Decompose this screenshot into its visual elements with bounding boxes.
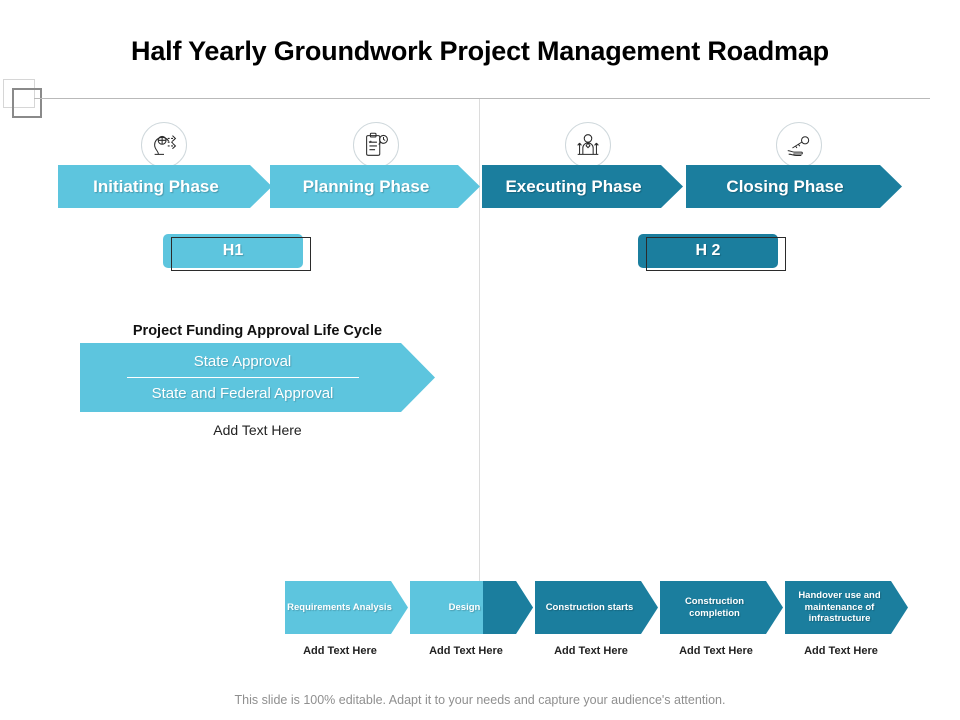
slide-footer-note: This slide is 100% editable. Adapt it to… (234, 693, 726, 707)
milestone-label: Requirements Analysis (287, 601, 392, 613)
half-marker-h2-fill: H 2 (638, 234, 778, 268)
hand-key-icon (776, 122, 822, 168)
half-marker-label: H1 (222, 242, 244, 259)
half-marker-h1-outline (171, 237, 311, 271)
decorative-square-back (3, 79, 35, 108)
head-idea-icon (141, 122, 187, 168)
half-marker-h2-outline (646, 237, 786, 271)
vertical-divider (479, 99, 480, 583)
funding-separator (127, 377, 359, 378)
page-title: Half Yearly Groundwork Project Managemen… (131, 36, 829, 66)
half-marker-h2[interactable]: H 2 (638, 234, 788, 271)
milestone-caption-requirements-analysis: Add Text Here (303, 645, 377, 657)
phase-label: Closing Phase (726, 176, 844, 196)
milestone-label: Construction starts (545, 601, 634, 613)
businessman-growth-icon (565, 122, 611, 168)
funding-arrow[interactable]: State Approval State and Federal Approva… (80, 343, 435, 412)
milestone-chevron-construction-starts[interactable]: Construction starts (535, 581, 658, 634)
milestone-chevron-construction-completion[interactable]: Construction completion (660, 581, 783, 634)
half-marker-h1-fill: H1 (163, 234, 303, 268)
clipboard-checklist-icon (353, 122, 399, 168)
phase-arrow-executing[interactable]: Executing Phase (482, 165, 683, 208)
phase-arrow-closing[interactable]: Closing Phase (686, 165, 902, 208)
milestone-caption-construction-completion: Add Text Here (679, 645, 753, 657)
milestone-caption-construction-starts: Add Text Here (554, 645, 628, 657)
milestone-label: Construction completion (684, 595, 745, 619)
milestone-caption-handover: Add Text Here (804, 645, 878, 657)
funding-line-state-approval: State Approval (193, 353, 292, 370)
half-marker-h1[interactable]: H1 (163, 234, 313, 271)
phase-label: Initiating Phase (93, 176, 219, 196)
milestone-caption-design: Add Text Here (429, 645, 503, 657)
half-marker-label: H 2 (695, 242, 721, 259)
funding-heading: Project Funding Approval Life Cycle (132, 323, 383, 339)
milestone-label: Handover use and maintenance of infrastr… (798, 589, 881, 625)
milestone-chevron-design-dark-overlay (483, 581, 533, 634)
phase-label: Planning Phase (302, 176, 430, 196)
milestone-chevron-handover[interactable]: Handover use and maintenance of infrastr… (785, 581, 908, 634)
phase-arrow-planning[interactable]: Planning Phase (270, 165, 480, 208)
funding-sub-label: Add Text Here (213, 422, 302, 438)
funding-line-state-federal-approval: State and Federal Approval (151, 385, 334, 402)
phase-arrow-initiating[interactable]: Initiating Phase (58, 165, 272, 208)
phase-label: Executing Phase (505, 176, 642, 196)
milestone-chevron-requirements-analysis[interactable]: Requirements Analysis (285, 581, 408, 634)
decorative-square-front (12, 88, 42, 118)
milestone-label: Design (448, 601, 481, 613)
title-divider (34, 98, 930, 99)
